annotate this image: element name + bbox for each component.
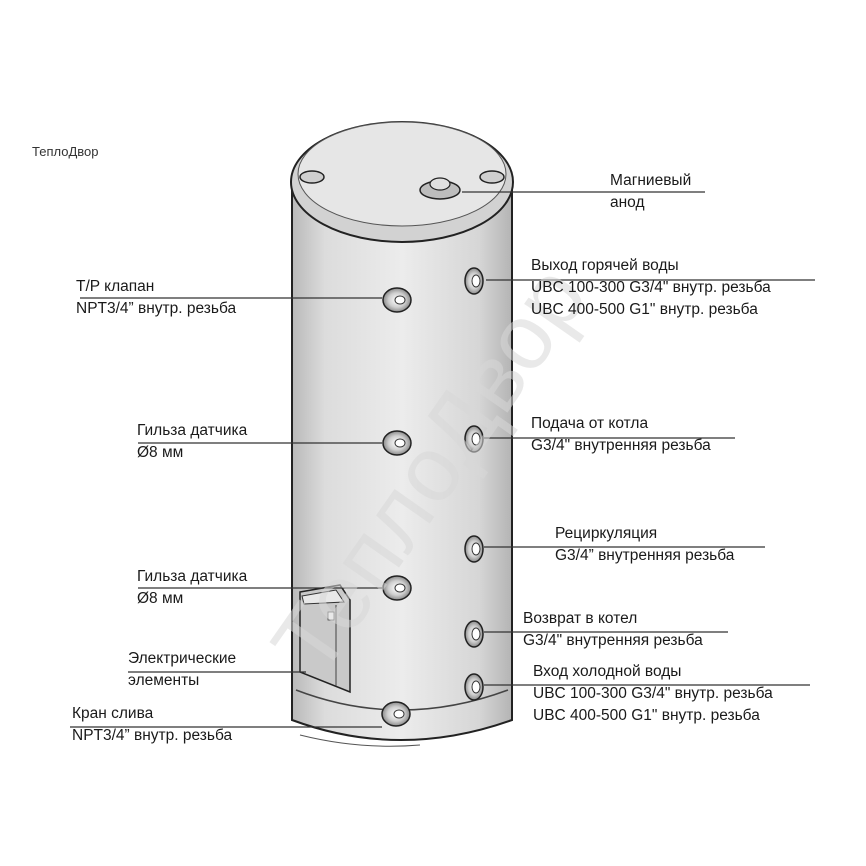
brand-caption: ТеплоДвор (32, 144, 99, 159)
anode-fitting-icon (419, 177, 461, 200)
port-boiler-return-icon (464, 620, 484, 648)
port-drain-icon (381, 701, 411, 727)
port-cold-water-icon (464, 673, 484, 701)
port-boiler-supply-icon (464, 425, 484, 453)
top-fitting-left-icon (299, 170, 325, 184)
port-tp-valve-icon (382, 287, 412, 313)
port-recirculation-icon (464, 535, 484, 563)
top-fitting-right-icon (479, 170, 505, 184)
port-sensor-1-icon (382, 430, 412, 456)
port-sensor-2-icon (382, 575, 412, 601)
electric-element-cover-icon (299, 584, 351, 694)
port-hot-water-icon (464, 267, 484, 295)
